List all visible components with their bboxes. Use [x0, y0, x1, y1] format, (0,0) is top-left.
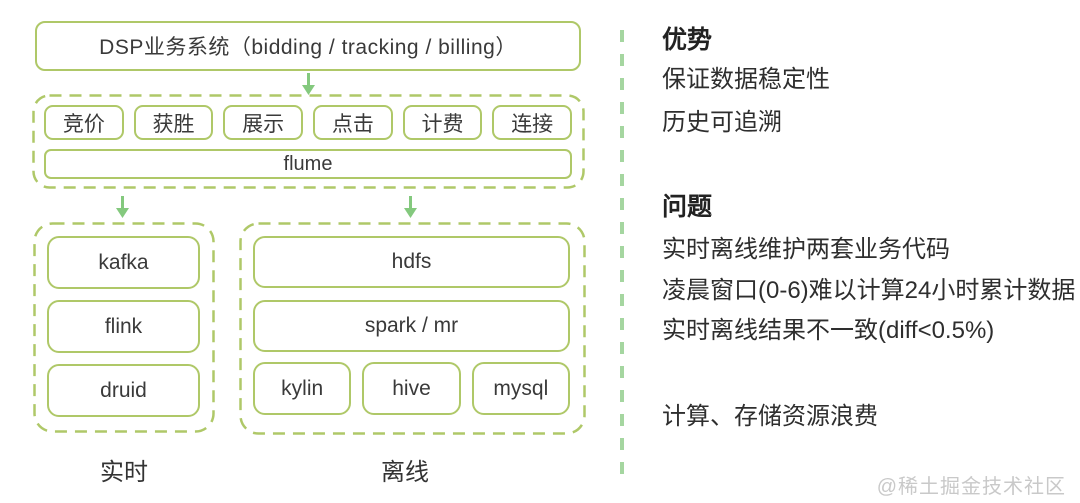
watermark: @稀土掘金技术社区 — [876, 476, 1066, 498]
stage-box-click: 点击 — [313, 105, 393, 140]
problem-item: 凌晨窗口(0-6)难以计算24小时累计数据 — [662, 277, 1076, 304]
kafka-box: kafka — [47, 236, 200, 289]
kafka-label: kafka — [98, 250, 149, 274]
mysql-box: mysql — [471, 362, 570, 415]
hdfs-label: hdfs — [391, 250, 432, 273]
waste-note: 计算、存储资源浪费 — [662, 403, 878, 430]
offline-group-label: 离线 — [381, 459, 429, 486]
kylin-label: kylin — [281, 376, 324, 400]
flink-label: flink — [104, 314, 143, 338]
arrow-down-icon — [404, 196, 417, 218]
stage-label: 展示 — [242, 112, 285, 136]
kylin-box: kylin — [253, 362, 352, 415]
arrow-down-icon — [116, 196, 129, 218]
druid-label: druid — [100, 378, 147, 402]
stage-box-win: 获胜 — [133, 105, 214, 140]
hive-label: hive — [392, 376, 431, 400]
problems-heading: 问题 — [662, 193, 713, 221]
stage-label: 连接 — [511, 112, 554, 136]
stage-label: 计费 — [421, 112, 464, 136]
arrow-down-icon — [302, 73, 315, 95]
stage-box-billing: 计费 — [402, 105, 483, 140]
stage-box-connect: 连接 — [492, 105, 573, 140]
event-stage-row: 竞价 获胜 展示 点击 计费 连接 — [44, 105, 573, 140]
realtime-group-label: 实时 — [100, 459, 148, 486]
spark-mr-label: spark / mr — [364, 314, 459, 337]
mysql-label: mysql — [493, 376, 549, 400]
flume-label: flume — [283, 152, 333, 175]
dsp-system-title: DSP业务系统（bidding / tracking / billing） — [99, 36, 517, 59]
offline-bottom-row: kylin hive mysql — [253, 362, 570, 415]
dsp-system-box: DSP业务系统（bidding / tracking / billing） — [35, 21, 581, 71]
problem-item: 实时离线结果不一致(diff<0.5%) — [662, 317, 995, 344]
stage-label: 点击 — [331, 112, 374, 136]
stage-label: 竞价 — [62, 112, 105, 136]
stage-box-impression: 展示 — [223, 105, 304, 140]
vertical-dashed-divider — [620, 30, 624, 480]
advantage-item: 保证数据稳定性 — [662, 66, 830, 93]
advantages-heading: 优势 — [662, 26, 713, 54]
advantage-item: 历史可追溯 — [662, 109, 782, 136]
spark-mr-box: spark / mr — [253, 300, 570, 352]
flink-box: flink — [47, 300, 200, 353]
realtime-stack: kafka flink druid — [47, 236, 200, 417]
stage-box-bid: 竞价 — [44, 105, 124, 140]
hdfs-box: hdfs — [253, 236, 570, 288]
flume-box: flume — [44, 149, 572, 179]
stage-label: 获胜 — [152, 112, 195, 136]
hive-box: hive — [362, 362, 461, 415]
problem-item: 实时离线维护两套业务代码 — [662, 236, 950, 263]
druid-box: druid — [47, 364, 200, 417]
